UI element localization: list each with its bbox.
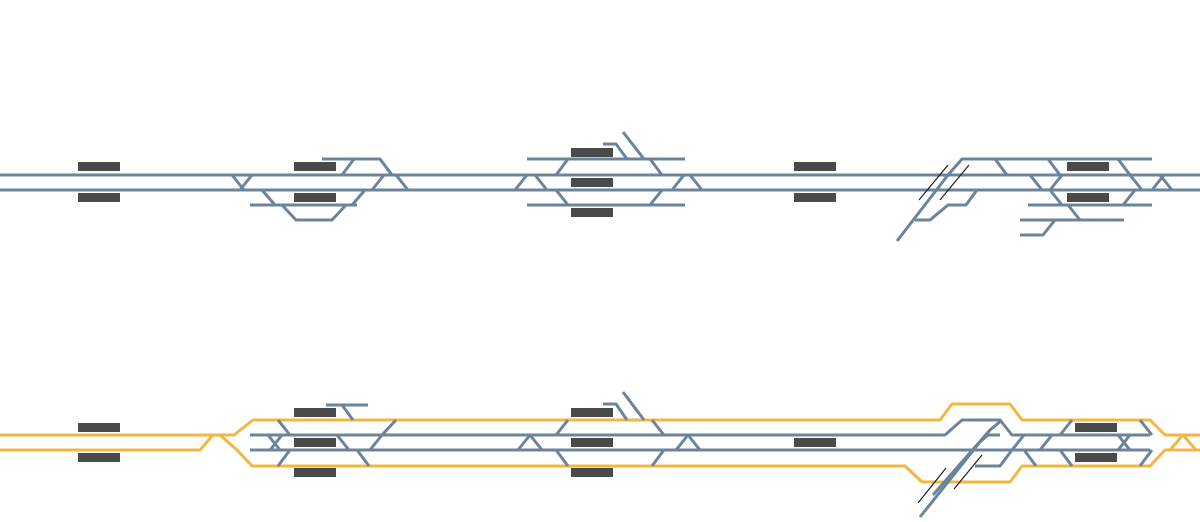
platform (1075, 453, 1117, 462)
lower-loop-2-east-links (335, 434, 371, 467)
lower-crossover-5 (1022, 434, 1054, 467)
platform (571, 438, 613, 447)
lower-crossover-2 (266, 434, 284, 451)
upper-bridge-marks (918, 164, 970, 201)
lower-bridge-mark-1 (917, 467, 947, 504)
lower-loop-2-west-links (276, 419, 292, 467)
platform (78, 453, 120, 462)
platform (1075, 423, 1117, 432)
platform (571, 148, 613, 157)
platform (294, 438, 336, 447)
lower-loop-3-west-links (554, 419, 570, 467)
platform (294, 408, 336, 417)
upper-crossover-6 (1158, 174, 1174, 191)
platform (294, 468, 336, 477)
lower-loop-5-east-links (1138, 419, 1154, 467)
platform (78, 423, 120, 432)
upper-siding-3b (621, 131, 646, 160)
lower-main-track-a (250, 418, 1150, 437)
lower-crossover-4 (674, 433, 702, 451)
upper-loop-5-link-a (993, 158, 1009, 176)
lower-new-track-bottom-west (0, 433, 924, 484)
lower-platforms (78, 408, 1117, 477)
lower-siding-2 (326, 403, 368, 421)
upper-loop-top-2 (322, 157, 394, 176)
platform (794, 438, 836, 447)
upper-yard-3 (1020, 219, 1057, 237)
upper-diagram (0, 131, 1200, 242)
upper-yard-1-links (1048, 189, 1137, 206)
platform (571, 208, 613, 217)
lower-existing-tracks (250, 391, 1154, 518)
upper-loop-bottom-2b (280, 203, 348, 222)
platform (1067, 193, 1109, 202)
lower-crossover-6 (1116, 434, 1132, 451)
platform (571, 408, 613, 417)
upper-crossover-2 (370, 174, 410, 191)
platform (794, 193, 836, 202)
lower-loop-2-east-link-b (368, 418, 398, 451)
lower-loop-5-west-links (1058, 419, 1074, 467)
lower-diagram (0, 391, 1200, 518)
upper-platforms (78, 148, 1109, 217)
upper-branch-bottom (915, 189, 979, 222)
upper-yard-2-link (1066, 204, 1082, 221)
upper-existing-tracks (0, 131, 1200, 242)
lower-siding-3b (621, 391, 646, 421)
upper-siding-3a (603, 142, 629, 160)
lower-bridge-marks (917, 454, 983, 504)
upper-loop-bottom-2-links (260, 189, 367, 206)
platform (1067, 162, 1109, 171)
lower-loop-3-east-links (650, 419, 666, 467)
lower-bridge-mark-2 (953, 454, 983, 490)
upper-crossover-4 (670, 174, 704, 191)
platform (794, 162, 836, 171)
lower-new-tracks (0, 402, 1200, 484)
upper-crossover-1 (230, 174, 254, 191)
upper-crossover-3 (513, 174, 549, 191)
lower-branch-bottom (975, 434, 1026, 468)
upper-loop-5-link-b (1046, 158, 1062, 176)
platform (571, 178, 613, 187)
lower-new-track-top (0, 402, 1200, 452)
upper-branch-top (895, 157, 1152, 242)
lower-siding-3a (603, 402, 629, 421)
upper-loop-top-3-links (554, 158, 664, 176)
upper-loop-bottom-3-links (554, 189, 664, 206)
upper-crossover-5 (1028, 174, 1064, 191)
platform (78, 162, 120, 171)
platform (294, 162, 336, 171)
lower-new-crossover-east (1168, 433, 1198, 451)
upper-bridge-mark-1 (918, 164, 949, 201)
platform (294, 193, 336, 202)
platform (571, 468, 613, 477)
platform (78, 193, 120, 202)
upper-loop-top-2-link (340, 158, 356, 176)
lower-branch-mid (931, 418, 1003, 496)
lower-crossover-3 (516, 433, 544, 451)
upper-bridge-mark-2 (939, 164, 970, 201)
